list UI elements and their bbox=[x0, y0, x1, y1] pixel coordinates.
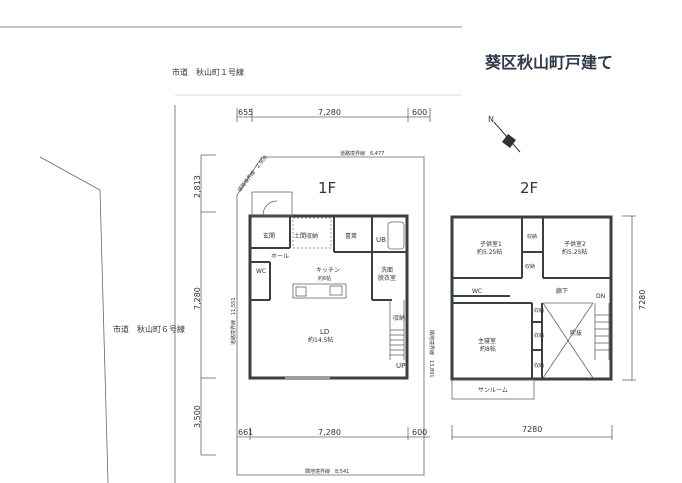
corner-boundary-label: 道路境界線 2,908 bbox=[236, 154, 269, 193]
room-sunroom: サンルーム bbox=[478, 387, 508, 394]
svg-text:7,280: 7,280 bbox=[193, 287, 202, 310]
room-child-1-size: 約5.25帖 bbox=[477, 248, 502, 256]
page-title: 葵区秋山町戸建て bbox=[485, 53, 613, 72]
floor-2-label: 2F bbox=[520, 179, 538, 197]
room-closet-5: 収納 bbox=[534, 362, 544, 369]
svg-text:7,280: 7,280 bbox=[318, 108, 341, 117]
room-kitchen: キッチン bbox=[316, 267, 340, 274]
room-closet: 収納 bbox=[393, 314, 405, 322]
room-kitchen-size: 約6帖 bbox=[318, 275, 331, 282]
floor-1-label: 1F bbox=[318, 179, 336, 197]
room-entrance: 玄関 bbox=[263, 232, 275, 240]
room-wc: WC bbox=[472, 288, 482, 295]
room-ld-size: 約14.5帖 bbox=[308, 336, 333, 344]
top-boundary-label: 道路境界線 6,477 bbox=[340, 150, 384, 157]
room-ld: LD bbox=[320, 328, 329, 336]
room-hall: ホール bbox=[271, 253, 289, 260]
room-hallway: 廊下 bbox=[556, 287, 568, 295]
room-closet-2: 収納 bbox=[525, 263, 535, 270]
svg-text:655: 655 bbox=[238, 108, 253, 117]
road-edge-left bbox=[39, 156, 109, 483]
floor-2-width: 7280 bbox=[522, 425, 542, 434]
room-study: 書斎 bbox=[345, 232, 357, 240]
left-boundary-label: 道路境界線 11,551 bbox=[230, 298, 237, 346]
room-child-2-size: 約5.25帖 bbox=[562, 248, 587, 256]
room-earth-storage: 土間収納 bbox=[294, 232, 318, 240]
right-boundary-label: 隣地境界線 13,891 bbox=[428, 330, 435, 378]
floor-2-depth: 7280 bbox=[638, 290, 647, 310]
room-master-size: 約8帖 bbox=[480, 345, 496, 353]
svg-text:N: N bbox=[488, 115, 494, 124]
room-closet-3: 収納 bbox=[534, 307, 544, 314]
left-dimension: 2,813 7,280 3,500 bbox=[193, 154, 216, 456]
north-arrow-icon: N bbox=[488, 115, 521, 153]
top-dimension: 655 7,280 600 bbox=[236, 108, 431, 122]
stairs-up: UP bbox=[396, 362, 405, 370]
road-north-label: 市道 秋山町１号線 bbox=[172, 67, 244, 77]
room-closet-1: 収納 bbox=[527, 233, 537, 240]
floor-2: 2F 子供室1 約5.25帖 子供室2 約5.25帖 収納 収納 WC 廊下 D… bbox=[450, 179, 647, 440]
floor-1: 1F 玄関 土間収納 書斎 UB ホール WC キッ bbox=[248, 179, 409, 380]
room-child-2: 子供室2 bbox=[564, 240, 586, 248]
stairs-down: DN bbox=[596, 293, 605, 300]
svg-text:2,813: 2,813 bbox=[193, 175, 202, 198]
room-ub: UB bbox=[376, 236, 386, 244]
road-west-label: 市道 秋山町６号線 bbox=[113, 324, 185, 334]
svg-text:600: 600 bbox=[412, 108, 427, 117]
room-wc: WC bbox=[256, 268, 266, 275]
bottom-dimension: 661 7,280 600 bbox=[237, 427, 430, 440]
site-boundary bbox=[236, 156, 425, 476]
svg-text:3,500: 3,500 bbox=[193, 405, 202, 428]
room-void: 吹抜 bbox=[570, 329, 582, 337]
room-master: 主寝室 bbox=[478, 337, 496, 345]
svg-text:600: 600 bbox=[412, 428, 427, 437]
room-wash-2: 脱衣室 bbox=[378, 274, 396, 282]
room-closet-4: 収納 bbox=[534, 332, 544, 339]
svg-text:7,280: 7,280 bbox=[318, 428, 341, 437]
room-wash: 洗面 bbox=[381, 266, 393, 274]
bottom-boundary-label: 隣地境界線 8,541 bbox=[305, 468, 349, 475]
svg-text:661: 661 bbox=[238, 428, 253, 437]
room-child-1: 子供室1 bbox=[480, 240, 502, 248]
